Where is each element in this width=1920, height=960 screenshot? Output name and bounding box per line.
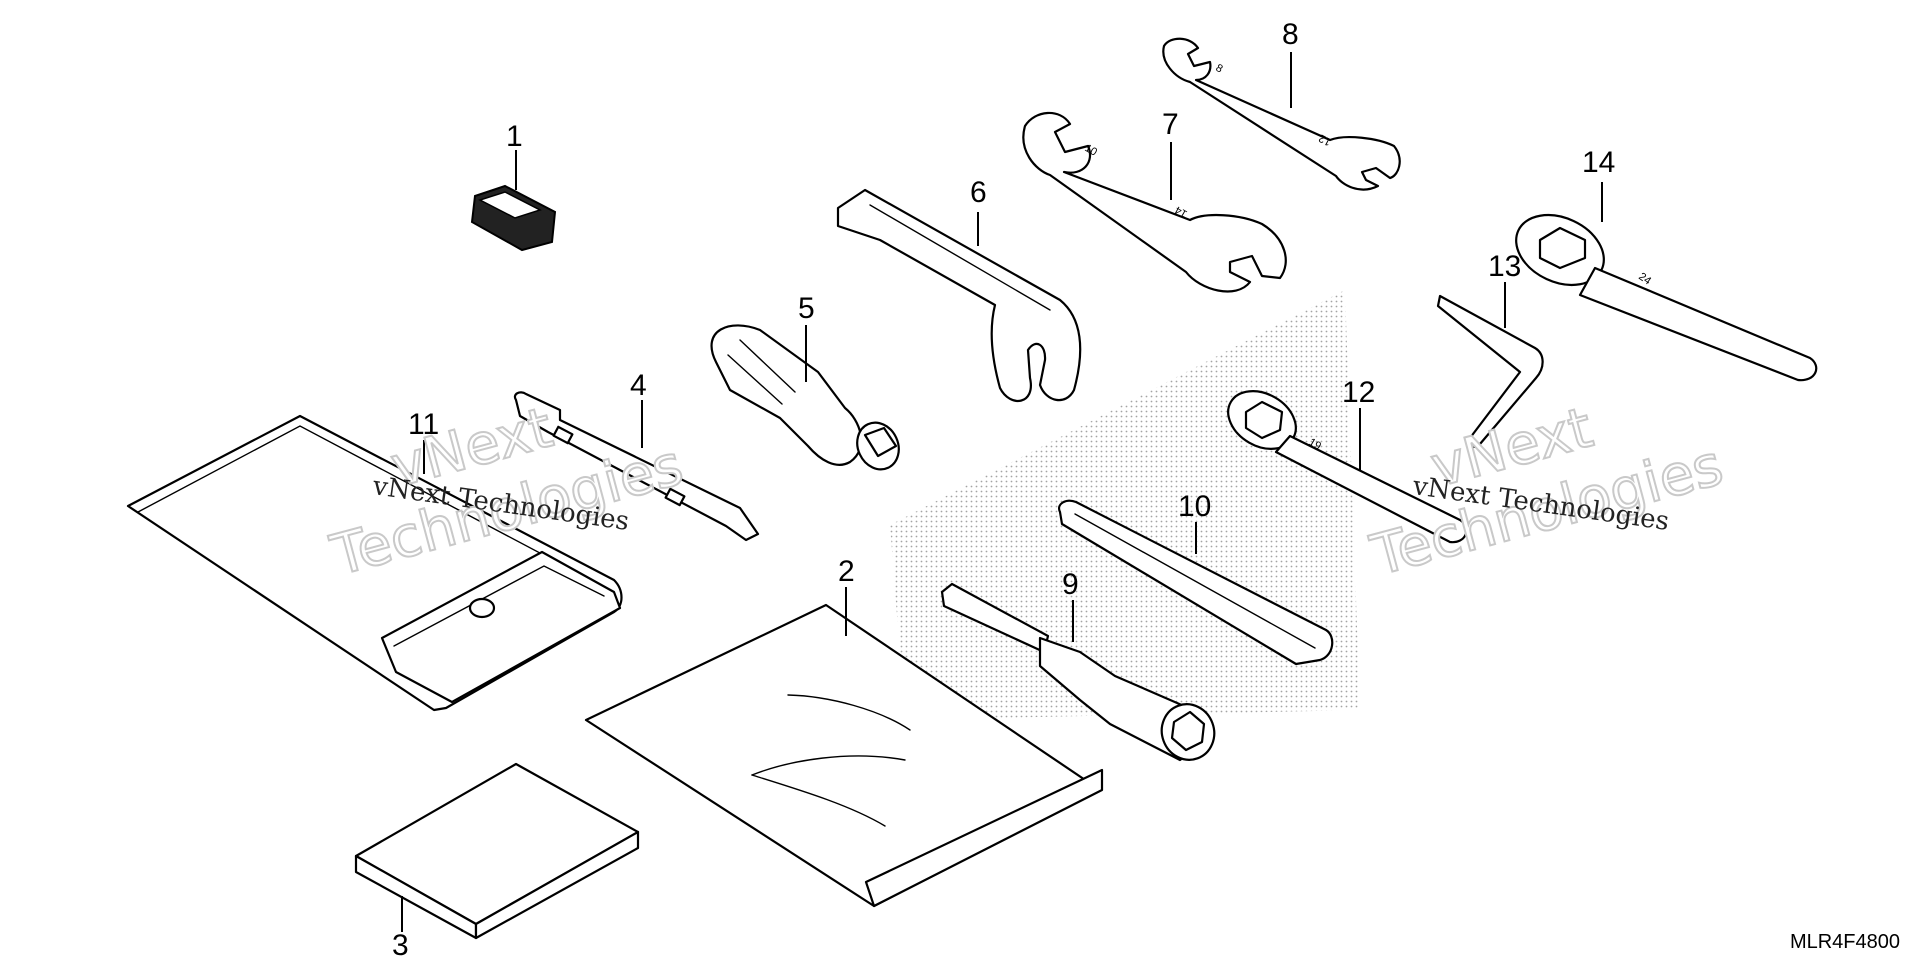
- callout-3: 3: [392, 929, 409, 960]
- part-5-screwdriver-handle: [710, 324, 900, 471]
- callout-8: 8: [1282, 18, 1299, 51]
- part-14-ring-wrench-24: 24: [1515, 182, 1818, 382]
- part-2-manual-envelope: [584, 587, 1104, 908]
- part-1-clip: [470, 150, 557, 252]
- callout-12: 12: [1342, 376, 1375, 409]
- watermark-right: vNext Technologies: [1363, 394, 1730, 590]
- callout-6: 6: [970, 176, 987, 209]
- part-6-hook-spanner: [836, 188, 1082, 403]
- part-13-hex-key: [1436, 282, 1544, 448]
- part-11-tool-bag: [126, 414, 623, 712]
- callout-7: 7: [1162, 108, 1179, 141]
- part-7-wrench-10-14: 10 14: [1022, 111, 1287, 293]
- ring-wrench-12-size: 19: [1307, 436, 1324, 453]
- wrench-7-size-small: 10: [1083, 142, 1100, 159]
- callout-10: 10: [1178, 490, 1211, 523]
- part-8-wrench-8-12: 8 12: [1162, 37, 1401, 191]
- part-3-booklet: [354, 762, 640, 940]
- part-9-box-spanner: [940, 582, 1216, 762]
- wrench-7-size-large: 14: [1173, 203, 1190, 220]
- part-10-flat-bar: [1058, 499, 1334, 666]
- callout-4: 4: [630, 369, 647, 402]
- callout-11: 11: [408, 408, 439, 441]
- wrench-8-size-small: 8: [1214, 62, 1225, 75]
- callout-2: 2: [838, 555, 855, 588]
- part-12-ring-wrench-19: 19: [1227, 390, 1468, 544]
- ring-wrench-14-size: 24: [1636, 271, 1653, 288]
- callout-5: 5: [798, 292, 815, 325]
- callout-1: 1: [506, 120, 523, 153]
- wrench-8-size-large: 12: [1317, 132, 1333, 148]
- callout-14: 14: [1582, 146, 1615, 179]
- callout-9: 9: [1062, 568, 1079, 601]
- part-4-screwdriver-bit: [513, 391, 760, 542]
- diagram-reference-code: MLR4F4800: [1789, 931, 1900, 953]
- callout-13: 13: [1488, 250, 1521, 283]
- callout-numbers: 1 2 3 4 5 6 7 8 9 10 11 12 13 14: [392, 18, 1615, 960]
